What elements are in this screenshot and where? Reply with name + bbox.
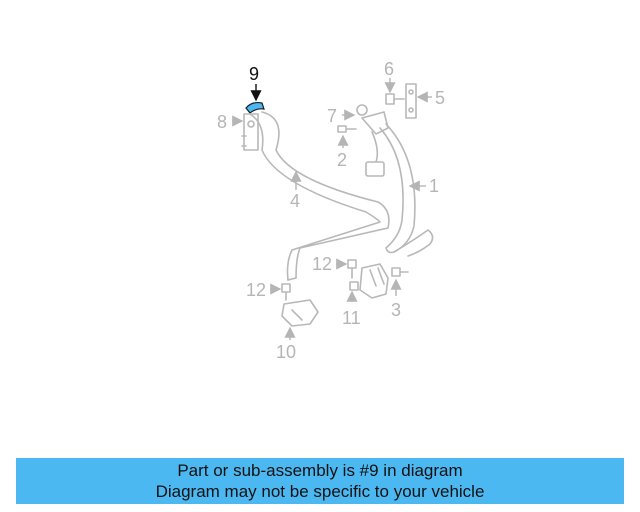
part-11-buckle	[349, 263, 389, 299]
part-3-bolt	[391, 267, 409, 277]
callout-3: 3	[391, 300, 401, 320]
part-7-ring	[356, 104, 368, 116]
info-banner: Part or sub-assembly is #9 in diagram Di…	[16, 458, 624, 504]
part-8-bracket	[241, 113, 259, 151]
parts-diagram: 9 8 4 1 7 2 6	[217, 59, 445, 362]
callout-4: 4	[290, 191, 300, 211]
callout-12-upper: 12	[312, 254, 332, 274]
banner-line-1: Part or sub-assembly is #9 in diagram	[177, 461, 463, 480]
part-12-bolt-lower	[281, 283, 291, 301]
part-6-bolt	[385, 93, 405, 105]
callout-5: 5	[435, 88, 445, 108]
callout-10: 10	[276, 342, 296, 362]
callout-2: 2	[337, 150, 347, 170]
callout-9: 9	[249, 64, 259, 84]
callout-7: 7	[327, 106, 337, 126]
part-2-bolt	[337, 125, 357, 133]
part-5-adjuster	[405, 83, 417, 119]
callout-6: 6	[384, 59, 394, 79]
part-10-anchor	[281, 299, 319, 327]
part-1-retractor	[361, 111, 434, 257]
part-9-guide[interactable]	[245, 101, 265, 114]
callout-12-lower: 12	[246, 280, 266, 300]
banner-line-2: Diagram may not be specific to your vehi…	[155, 482, 485, 501]
part-4-belt	[249, 111, 390, 281]
callout-11: 11	[342, 308, 361, 328]
part-12-bolt-upper	[347, 259, 357, 279]
callout-1: 1	[429, 176, 439, 196]
callout-8: 8	[217, 112, 227, 132]
